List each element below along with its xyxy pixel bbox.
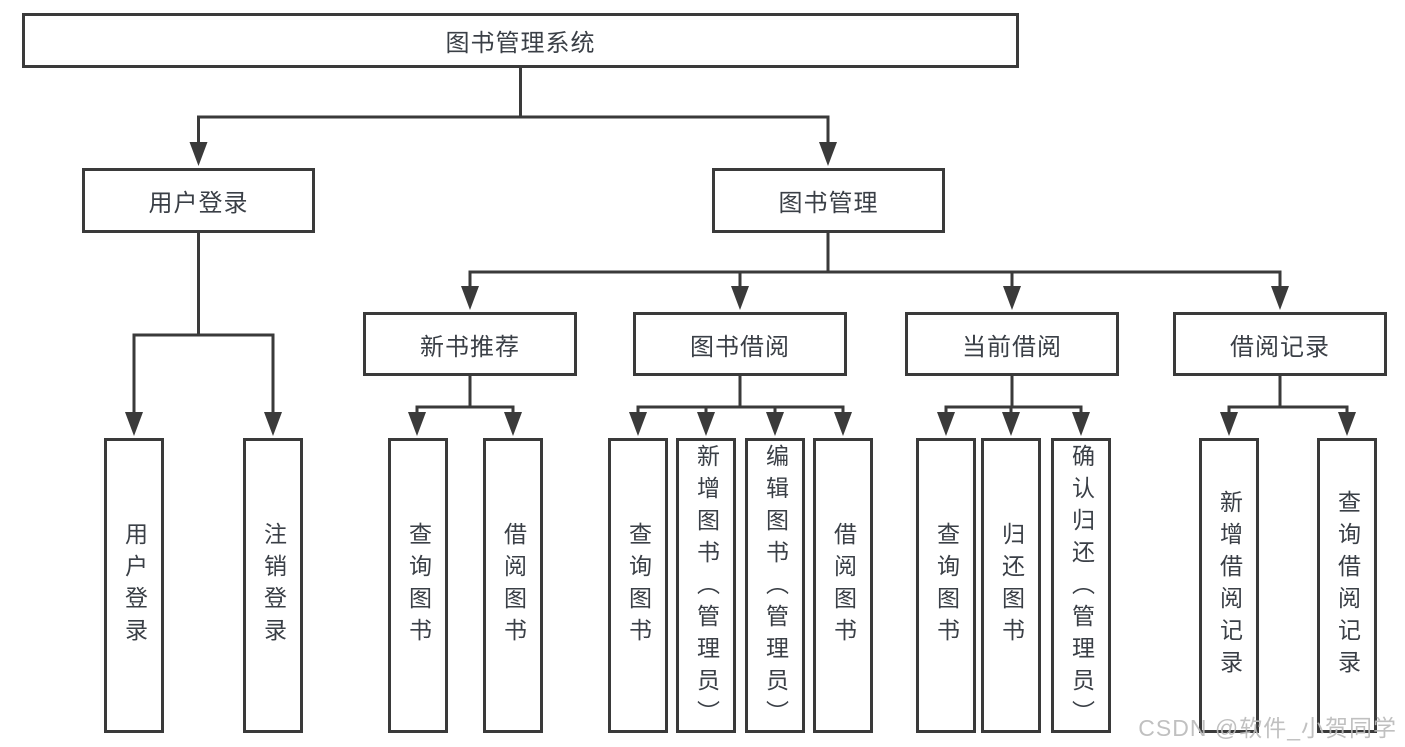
leaf-query-books-recommend: 查询图书 bbox=[388, 438, 448, 733]
node-library-management-system: 图书管理系统 bbox=[22, 13, 1019, 68]
node-new-book-recommendation: 新书推荐 bbox=[363, 312, 577, 376]
csdn-watermark: CSDN @软件_小贺同学 bbox=[1138, 715, 1397, 741]
node-current-borrowing: 当前借阅 bbox=[905, 312, 1119, 376]
node-book-borrowing: 图书借阅 bbox=[633, 312, 847, 376]
leaf-logout: 注销登录 bbox=[243, 438, 303, 733]
node-user-login: 用户登录 bbox=[82, 168, 315, 233]
leaf-borrow-books-recommend: 借阅图书 bbox=[483, 438, 543, 733]
leaf-add-books-admin: 新增图书（管理员） bbox=[676, 438, 736, 733]
leaf-edit-books-admin: 编辑图书（管理员） bbox=[745, 438, 805, 733]
leaf-user-login: 用户登录 bbox=[104, 438, 164, 733]
leaf-return-books: 归还图书 bbox=[981, 438, 1041, 733]
node-borrowing-records: 借阅记录 bbox=[1173, 312, 1387, 376]
leaf-confirm-return-admin: 确认归还（管理员） bbox=[1051, 438, 1111, 733]
leaf-query-borrow-record: 查询借阅记录 bbox=[1317, 438, 1377, 733]
leaf-query-books-current: 查询图书 bbox=[916, 438, 976, 733]
leaf-borrow-books: 借阅图书 bbox=[813, 438, 873, 733]
leaf-add-borrow-record: 新增借阅记录 bbox=[1199, 438, 1259, 733]
node-book-management: 图书管理 bbox=[712, 168, 945, 233]
leaf-query-books-borrowing: 查询图书 bbox=[608, 438, 668, 733]
